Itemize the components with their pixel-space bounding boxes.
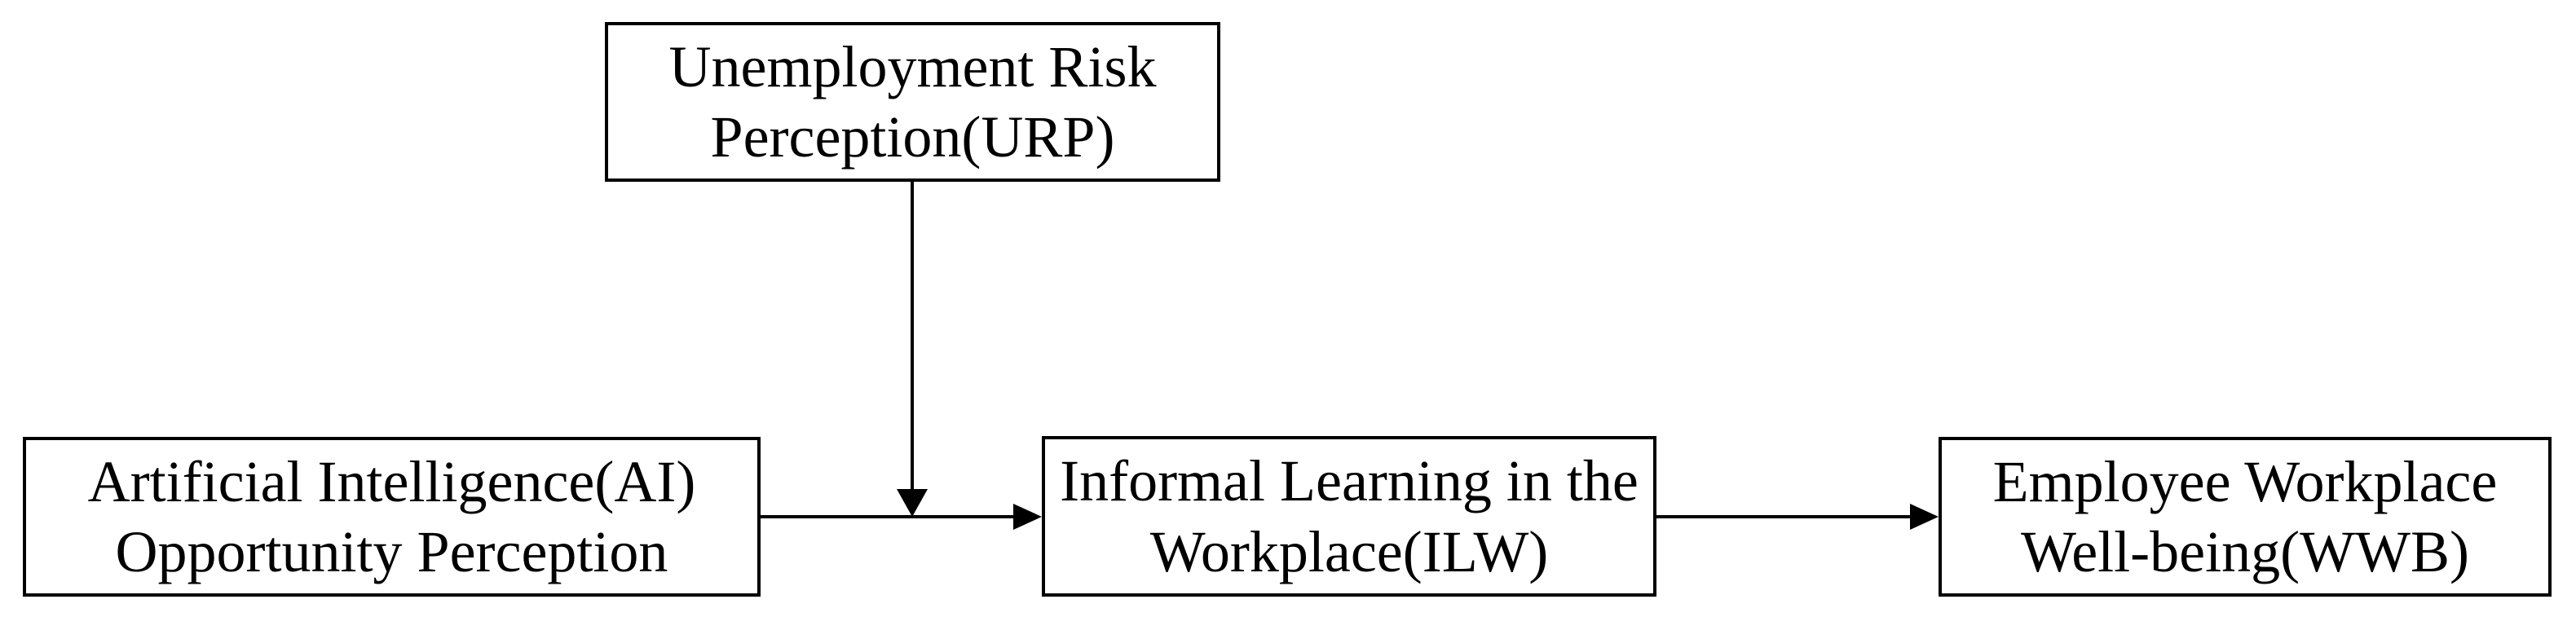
edge-ai-to-ilw-line: [761, 515, 1015, 518]
node-ilw-label-line2: Workplace(ILW): [1149, 518, 1549, 584]
edge-ilw-to-wwb-line: [1656, 515, 1912, 518]
node-employee-workplace-wellbeing: Employee Workplace Well-being(WWB): [1939, 437, 2552, 597]
arrowhead-right-icon: [1910, 504, 1939, 530]
node-wwb-label-line1: Employee Workplace: [1992, 448, 2498, 514]
node-urp-label-line1: Unemployment Risk: [668, 33, 1157, 99]
arrowhead-right-icon: [1013, 504, 1042, 530]
node-wwb-label-line2: Well-being(WWB): [2021, 519, 2469, 584]
node-ai-label-line2: Opportunity Perception: [115, 519, 668, 584]
arrowhead-down-icon: [897, 489, 928, 517]
node-informal-learning-workplace: Informal Learning in the Workplace(ILW): [1042, 436, 1656, 597]
node-urp-label-line2: Perception(URP): [710, 104, 1115, 170]
node-ai-label-line1: Artificial Intelligence(AI): [87, 448, 696, 514]
node-ilw-label-line1: Informal Learning in the: [1060, 448, 1639, 514]
edge-urp-to-ai-ilw-path-line: [911, 181, 914, 491]
node-unemployment-risk-perception: Unemployment Risk Perception(URP): [605, 22, 1220, 182]
node-ai-opportunity-perception: Artificial Intelligence(AI) Opportunity …: [23, 437, 761, 597]
